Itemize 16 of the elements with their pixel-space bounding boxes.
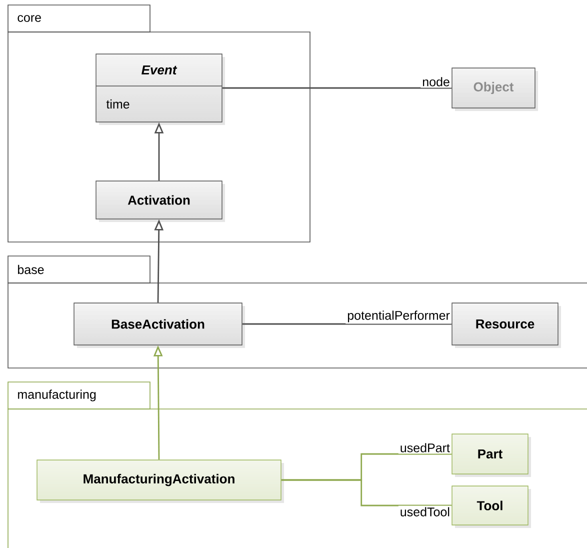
class-box: Part: [452, 434, 531, 477]
class-box: Resource: [452, 302, 561, 348]
association-line: [281, 479, 452, 506]
association-line: [222, 87, 452, 89]
class-box: Activation: [96, 180, 225, 222]
class-box: ManufacturingActivation: [36, 460, 284, 503]
edge-label: node: [420, 76, 452, 88]
class-box: Event time: [96, 54, 225, 125]
class-box: Tool: [452, 486, 531, 528]
node-label: core: [18, 15, 41, 22]
class-box: Object: [452, 68, 538, 111]
association-line: [242, 323, 452, 325]
edge-label: potentialPerformer: [346, 309, 452, 324]
edge-label: usedPart: [398, 442, 452, 454]
class-box: BaseActivation: [74, 302, 245, 348]
edge-label: usedTool: [398, 506, 452, 518]
